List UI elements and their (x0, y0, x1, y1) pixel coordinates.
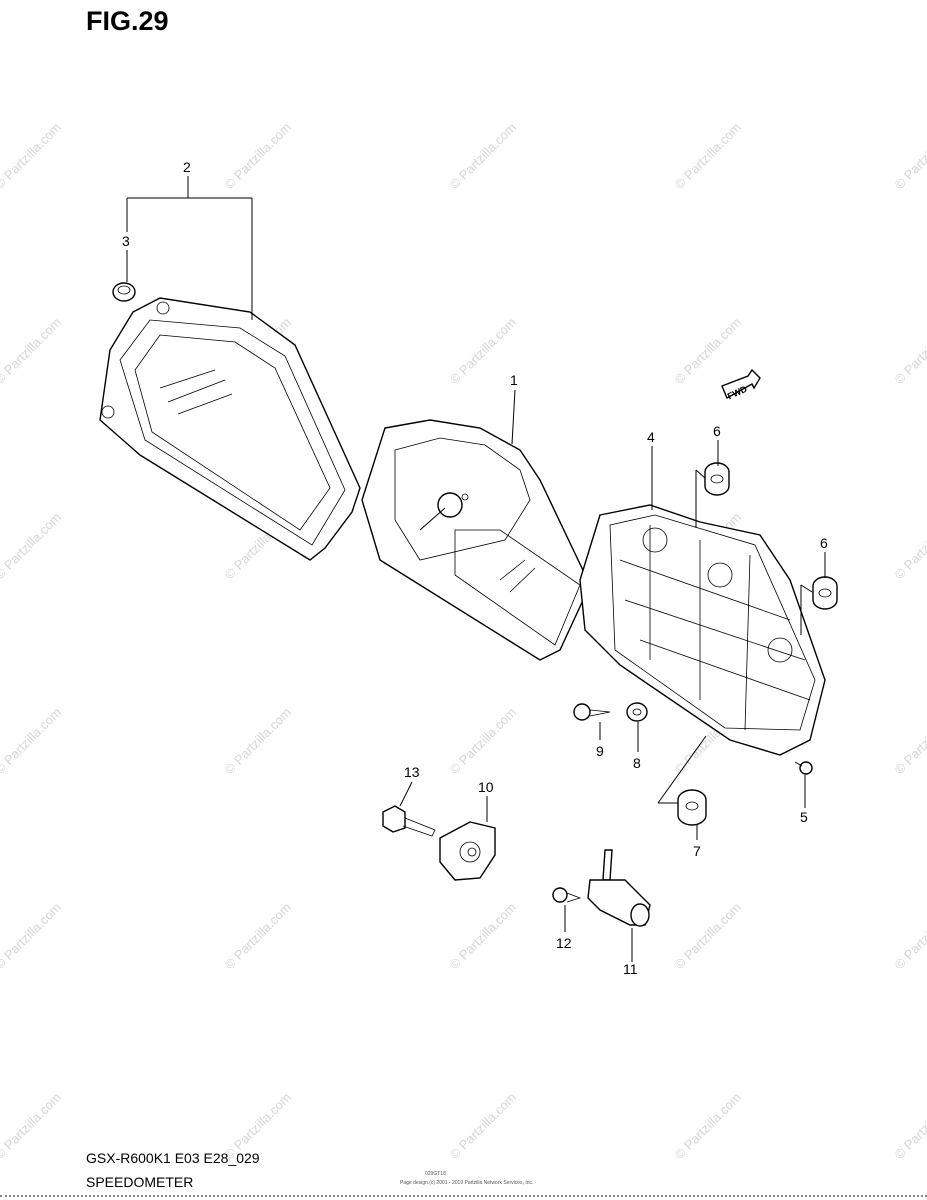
callout-11: 11 (623, 961, 638, 977)
screw-part-5 (794, 761, 813, 775)
lower-case-part (579, 504, 826, 756)
bolt-part-13 (382, 805, 436, 837)
cushion-part-6b (812, 576, 838, 610)
callout-6a: 6 (713, 423, 721, 439)
callout-13: 13 (404, 764, 420, 780)
callout-12: 12 (556, 935, 572, 951)
leader-lines (126, 176, 826, 962)
footer-note: Page design (c) 2001 - 2019 Partzilla Ne… (400, 1180, 534, 1186)
callout-2: 2 (183, 159, 191, 175)
callout-labels: 2 3 1 4 6 6 5 7 8 9 10 13 11 12 (122, 159, 828, 977)
watermark: © Partzilla.com (892, 120, 927, 193)
watermark: © Partzilla.com (672, 315, 745, 388)
watermark: © Partzilla.com (0, 120, 64, 193)
callout-10: 10 (478, 779, 494, 795)
screw-part-9 (573, 703, 611, 721)
watermark: © Partzilla.com (0, 705, 64, 778)
watermark: © Partzilla.com (892, 315, 927, 388)
washer-part-8 (626, 702, 648, 722)
watermark: © Partzilla.com (447, 315, 520, 388)
figure-title: FIG.29 (86, 6, 169, 36)
cushion-part-3 (112, 282, 136, 302)
watermark: © Partzilla.com (672, 900, 745, 973)
watermark: © Partzilla.com (447, 900, 520, 973)
watermark: © Partzilla.com (892, 900, 927, 973)
meter-case-part (99, 297, 361, 561)
callout-9: 9 (596, 743, 604, 759)
watermark: © Partzilla.com (0, 1090, 64, 1163)
watermark: © Partzilla.com (447, 705, 520, 778)
footer-id: 029GT18 (425, 1171, 446, 1177)
model-code: GSX-R600K1 E03 E28_029 (86, 1150, 260, 1166)
section-name: SPEEDOMETER (86, 1174, 194, 1190)
cushion-part-6a (704, 462, 730, 496)
watermark: © Partzilla.com (892, 705, 927, 778)
watermark: © Partzilla.com (222, 705, 295, 778)
callout-7: 7 (693, 843, 701, 859)
callout-8: 8 (633, 755, 641, 771)
watermark: © Partzilla.com (672, 120, 745, 193)
meter-assembly-part (361, 419, 591, 661)
watermark: © Partzilla.com (447, 1090, 520, 1163)
fwd-arrow-icon: FWD (721, 368, 761, 401)
bolt-part-12 (552, 887, 582, 903)
watermark: © Partzilla.com (892, 510, 927, 583)
speed-sensor-part-11 (587, 849, 651, 927)
watermark: © Partzilla.com (0, 315, 64, 388)
watermark: © Partzilla.com (0, 510, 64, 583)
watermark: © Partzilla.com (222, 120, 295, 193)
watermark: © Partzilla.com (222, 900, 295, 973)
callout-1: 1 (510, 372, 518, 388)
callout-4: 4 (647, 429, 655, 445)
cushion-part-7 (677, 789, 707, 826)
bracket-part-10 (439, 821, 496, 881)
callout-3: 3 (122, 233, 130, 249)
bottom-rule (0, 1195, 927, 1197)
watermark: © Partzilla.com (672, 1090, 745, 1163)
callout-5: 5 (800, 809, 808, 825)
watermark: © Partzilla.com (892, 1090, 927, 1163)
watermark: © Partzilla.com (447, 120, 520, 193)
watermark: © Partzilla.com (0, 900, 64, 973)
callout-6b: 6 (820, 535, 828, 551)
